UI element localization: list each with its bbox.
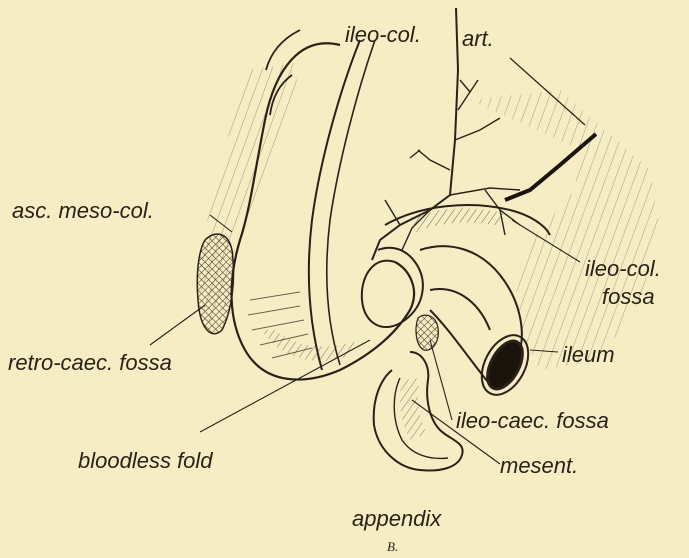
retro-caecal-fossa-shading — [197, 234, 233, 334]
label-mesent: mesent. — [500, 455, 578, 477]
label-ileo-col-fossa-line1: ileo-col. — [585, 258, 661, 280]
label-bloodless-fold: bloodless fold — [78, 450, 213, 472]
label-ileo-col: ileo-col. — [345, 24, 421, 46]
figure-caption: B. — [387, 540, 398, 553]
leader-ileo-caec-fossa — [430, 340, 452, 420]
label-art: art. — [462, 28, 494, 50]
label-appendix: appendix — [352, 508, 441, 530]
label-ileum: ileum — [562, 344, 615, 366]
leader-retro-caec-fossa — [150, 305, 205, 345]
mesoappendix-shading — [400, 378, 426, 442]
ileo-caecal-fossa-shading — [416, 315, 438, 350]
label-ileo-caec-fossa: ileo-caec. fossa — [456, 410, 609, 432]
colon-inner-outline — [309, 40, 360, 370]
label-ileo-col-fossa-line2: fossa — [602, 286, 655, 308]
leader-bloodless-fold — [200, 340, 370, 432]
right-wall-shading — [470, 90, 660, 370]
label-retro-caec-fossa: retro-caec. fossa — [8, 352, 172, 374]
label-asc-meso-col: asc. meso-col. — [12, 200, 154, 222]
ileum-cut-end — [480, 335, 529, 394]
